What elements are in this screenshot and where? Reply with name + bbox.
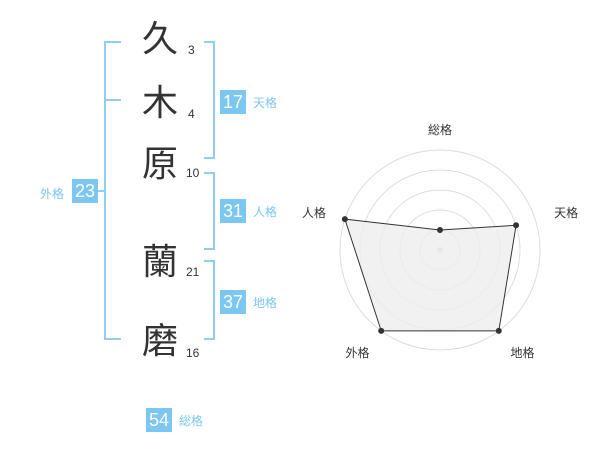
tenkaku-badge: 17 [220,90,246,114]
char-5: 磨 [141,321,178,362]
jinkaku-label: 人格 [253,205,278,219]
tenkaku-label: 天格 [253,96,278,110]
jinkaku-badge: 31 [220,199,246,223]
gaikaku-bracket-tick [104,99,121,101]
radar-point [341,216,348,223]
chikaku-bracket [204,260,215,340]
radar-point [495,327,502,334]
char-3: 原 [141,144,178,185]
radar-point [378,327,385,334]
radar-axis-label: 天格 [554,205,578,220]
radar-grid-ring [339,149,541,351]
radar-point [437,227,443,233]
chikaku-badge: 37 [220,290,246,314]
jinkaku-bracket [204,172,215,250]
radar-polygon [344,218,517,332]
char-4: 蘭 [141,242,178,283]
gaikaku-connector [97,190,105,192]
radar-axis-label: 総格 [428,122,452,137]
radar-axis-label: 地格 [511,345,535,360]
gaikaku-label: 外格 [40,187,65,201]
stroke-count-5: 16 [186,346,200,360]
gaikaku-badge: 23 [72,179,98,203]
radar-axis-label: 外格 [345,345,369,360]
chikaku-label: 地格 [253,296,278,310]
stroke-count-1: 3 [188,43,195,57]
gaikaku-bracket [104,41,121,340]
soukaku-badge: 54 [146,408,172,432]
stroke-count-3: 10 [186,166,200,180]
stroke-count-4: 21 [186,265,200,279]
radar-axis-label: 人格 [302,205,326,220]
soukaku-label: 総格 [179,414,204,428]
char-2: 木 [141,83,178,124]
char-1: 久 [141,19,178,60]
radar-point [513,222,520,229]
tenkaku-bracket [204,41,215,159]
stroke-count-2: 4 [188,107,195,121]
